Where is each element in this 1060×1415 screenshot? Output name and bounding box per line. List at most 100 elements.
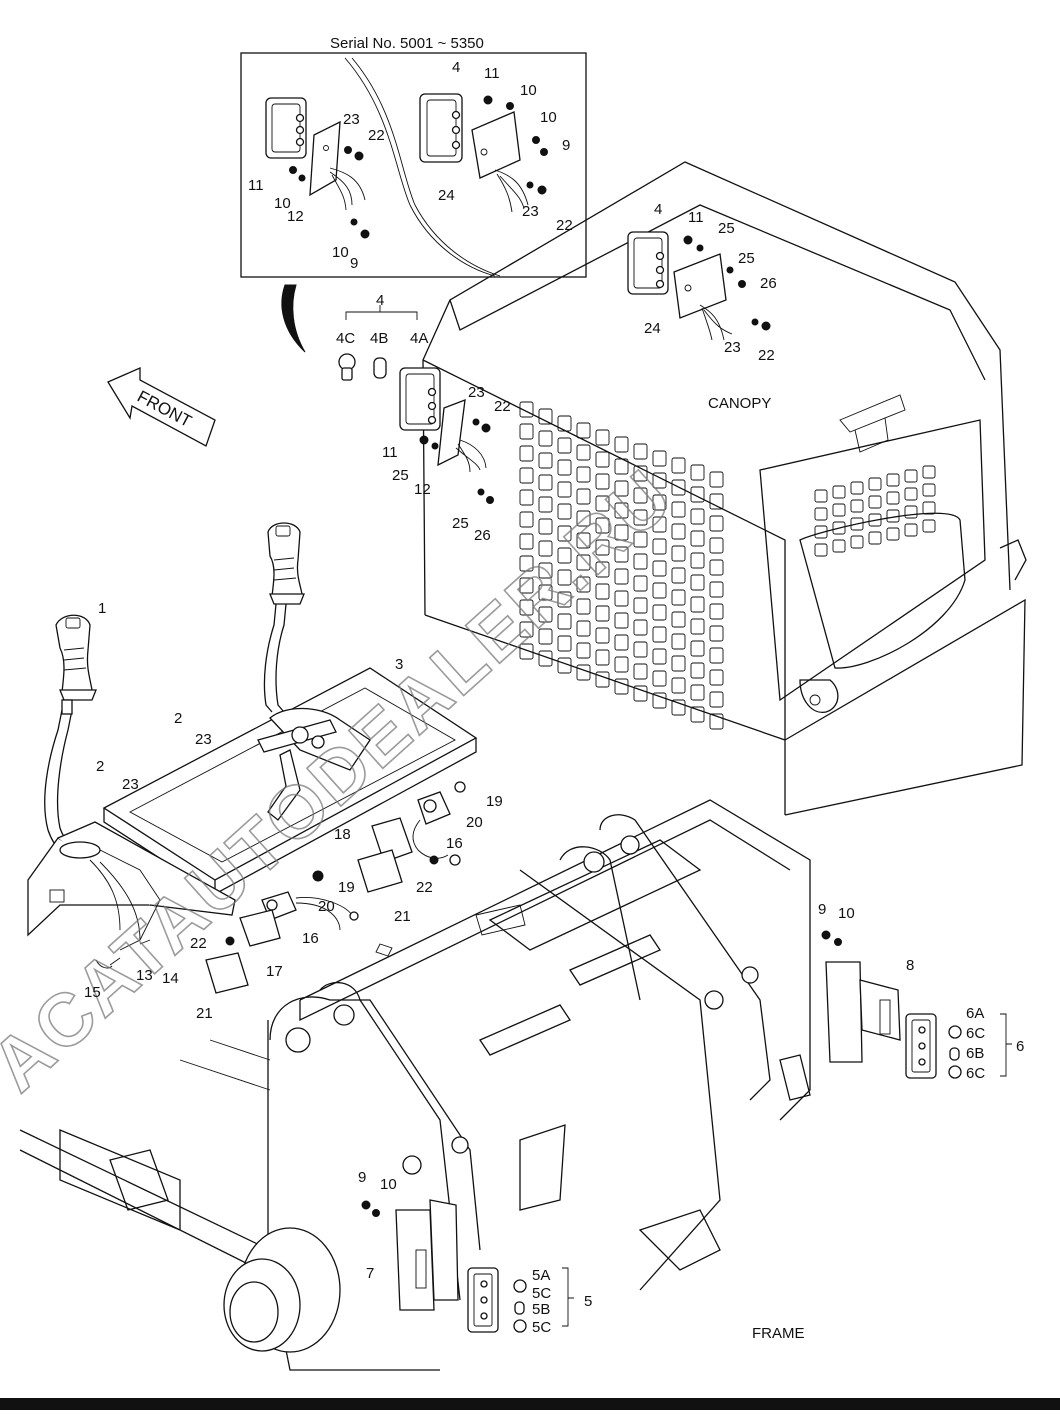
- grille-opening: [922, 465, 936, 479]
- grille-opening: [633, 531, 648, 548]
- callout-label: 4A: [410, 330, 428, 347]
- grille-opening: [652, 450, 667, 467]
- callout-label: 1: [98, 600, 106, 617]
- grille-opening: [633, 509, 648, 526]
- grille-opening: [671, 567, 686, 584]
- grille-opening: [576, 664, 591, 681]
- callout-label: 21: [394, 908, 411, 925]
- grille-opening: [557, 591, 572, 608]
- grille-opening: [671, 633, 686, 650]
- grille-opening: [595, 671, 610, 688]
- grille-opening: [595, 495, 610, 512]
- callout-label: 25: [452, 515, 469, 532]
- grille-opening: [595, 451, 610, 468]
- grille-opening: [519, 555, 534, 572]
- grille-opening: [614, 634, 629, 651]
- callout-label: 10: [838, 905, 855, 922]
- grille-opening: [614, 678, 629, 695]
- callout-label: 3: [395, 656, 403, 673]
- callout-label: 26: [474, 527, 491, 544]
- grille-opening: [538, 496, 553, 513]
- grille-opening: [633, 553, 648, 570]
- grille-opening: [671, 545, 686, 562]
- grille-opening: [690, 662, 705, 679]
- grille-opening: [538, 650, 553, 667]
- grille-opening: [652, 582, 667, 599]
- grille-opening: [814, 507, 828, 521]
- grille-opening: [832, 485, 846, 499]
- callout-label: 11: [248, 177, 264, 194]
- grille-opening: [709, 559, 724, 576]
- inset-work-lamp-right: [419, 93, 529, 213]
- grille-opening: [519, 533, 534, 550]
- callout-label: 9: [358, 1169, 366, 1186]
- grille-opening: [709, 537, 724, 554]
- grille-opening: [814, 543, 828, 557]
- grille-opening: [709, 691, 724, 708]
- bottom-border: [0, 1398, 1060, 1410]
- callout-label: 20: [318, 898, 335, 915]
- callout-label: 25: [738, 250, 755, 267]
- grille-opening: [576, 510, 591, 527]
- grille-opening: [904, 523, 918, 537]
- grille-opening: [633, 619, 648, 636]
- callout-label: 23: [122, 776, 139, 793]
- grille-opening: [832, 521, 846, 535]
- grille-opening: [690, 640, 705, 657]
- grille-opening: [633, 487, 648, 504]
- front-arrow: FRONT: [107, 367, 216, 447]
- canopy-label: CANOPY: [708, 395, 771, 412]
- callout-label: 17: [266, 963, 283, 980]
- grille-opening: [633, 465, 648, 482]
- grille-opening: [557, 569, 572, 586]
- joystick-left: [44, 614, 97, 856]
- callout-label: 12: [414, 481, 431, 498]
- frame: FRAME: [19, 799, 811, 1371]
- grille-opening: [868, 477, 882, 491]
- grille-opening: [576, 422, 591, 439]
- grille-opening: [595, 605, 610, 622]
- callout-label: 15: [84, 984, 101, 1001]
- callout-label: 23: [468, 384, 485, 401]
- grille-opening: [519, 511, 534, 528]
- bulb-5b-icon: [514, 1301, 525, 1315]
- grille-opening: [690, 464, 705, 481]
- callout-label: 5C: [532, 1285, 551, 1302]
- callout-label: 5: [584, 1293, 592, 1310]
- callout-label: 16: [446, 835, 463, 852]
- grille-opening: [690, 596, 705, 613]
- grille-opening: [690, 486, 705, 503]
- inset-title: Serial No. 5001 ~ 5350: [330, 35, 484, 52]
- grille-opening: [614, 568, 629, 585]
- grille-opening: [886, 491, 900, 505]
- grille-opening: [709, 471, 724, 488]
- callout-label: 4: [452, 59, 460, 76]
- grille-opening: [614, 524, 629, 541]
- callout-label: 22: [190, 935, 207, 952]
- grille-opening: [576, 598, 591, 615]
- grille-opening: [576, 576, 591, 593]
- lamp-4-group: [338, 305, 494, 504]
- grille-opening: [633, 443, 648, 460]
- grille-opening: [652, 626, 667, 643]
- grille-opening: [868, 531, 882, 545]
- grille-opening: [868, 495, 882, 509]
- grille-opening: [519, 423, 534, 440]
- callout-label: 10: [380, 1176, 397, 1193]
- grille-opening: [709, 713, 724, 730]
- grille-opening: [614, 590, 629, 607]
- callout-label: 25: [718, 220, 735, 237]
- grille-opening: [538, 474, 553, 491]
- bulb-4b-icon: [373, 357, 387, 379]
- grille-opening: [709, 515, 724, 532]
- rear-lamp-right: [821, 930, 1012, 1079]
- grille-opening: [904, 487, 918, 501]
- grille-opening: [519, 445, 534, 462]
- callout-label: 6A: [966, 1005, 984, 1022]
- grille-opening: [576, 620, 591, 637]
- grille-opening: [671, 699, 686, 716]
- grille-opening: [709, 669, 724, 686]
- callout-label: 6C: [966, 1065, 985, 1082]
- callout-label: 10: [540, 109, 557, 126]
